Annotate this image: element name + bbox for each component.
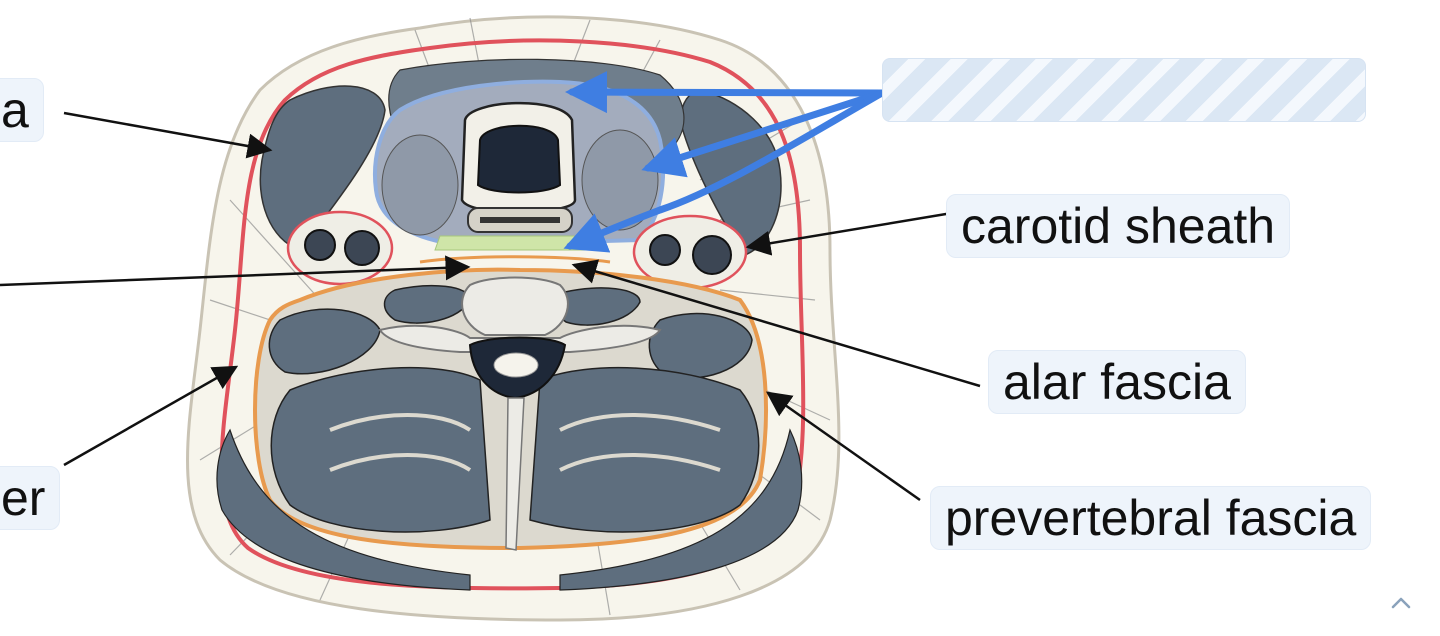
thyroid-right-lobe (581, 129, 659, 231)
retropharyngeal-space (434, 235, 586, 251)
vertebral-body (461, 276, 569, 336)
chevron-up-icon[interactable] (1390, 592, 1412, 614)
spinous-process (505, 397, 525, 551)
scalene-left (268, 308, 381, 375)
label-left-top-partial: a (0, 78, 44, 142)
muscle-curve-lines (329, 413, 721, 472)
label-alar-fascia: alar fascia (988, 350, 1246, 414)
deep-back-muscles-right (529, 366, 760, 533)
leader-arrows (0, 111, 981, 502)
carotid-sheath-right (632, 214, 748, 290)
trachea-lumen (476, 124, 562, 194)
annotation-blue-arrows (563, 71, 886, 253)
longus-colli-left (383, 284, 471, 324)
spinal-cord (493, 352, 539, 378)
thyroid-left-lobe (381, 134, 459, 236)
deep-back-muscles-left (270, 366, 491, 533)
trapezius-left (216, 428, 471, 591)
label-carotid-sheath: carotid sheath (946, 194, 1291, 258)
label-prevertebral-fascia: prevertebral fascia (930, 486, 1372, 550)
hidden-answer-label[interactable] (882, 58, 1366, 122)
label-left-bottom-partial: er (0, 466, 61, 530)
scalene-right (648, 312, 753, 379)
carotid-sheath-left (286, 210, 394, 286)
trapezius-right (559, 428, 803, 591)
